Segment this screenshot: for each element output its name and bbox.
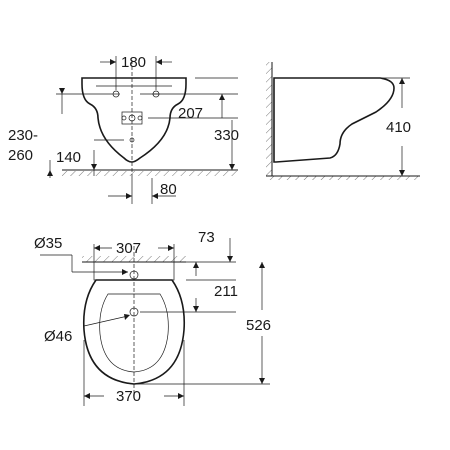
dim-fixing-height: 207: [140, 93, 238, 122]
dim-total-depth: 526: [134, 262, 271, 385]
dim-label-range-2: 260: [8, 147, 33, 164]
profile-view: 410: [266, 62, 420, 180]
dim-label-d35: Ø35: [34, 235, 62, 252]
dim-bottom-offset: 80: [108, 178, 177, 204]
dim-label-410: 410: [386, 119, 411, 136]
dim-label-526: 526: [246, 317, 271, 334]
dim-total-height: 330: [195, 77, 239, 170]
dim-mid-depth: 211: [140, 262, 238, 313]
dim-top-offset: 73: [186, 229, 236, 281]
dim-label-80: 80: [160, 181, 177, 198]
plan-bowl-inner: [99, 293, 169, 373]
wall-hatch: [266, 62, 272, 176]
dim-top-width: 180: [100, 54, 172, 90]
bowl-profile-outline: [273, 77, 395, 163]
dim-label-140: 140: [56, 149, 81, 166]
dim-top-diameter: Ø35: [34, 235, 128, 275]
dim-label-330: 330: [214, 127, 239, 144]
dim-bowl-diameter: Ø46: [44, 314, 130, 345]
dim-label-range-1: 230-: [8, 127, 38, 144]
dim-label-73: 73: [198, 229, 215, 246]
floor-hatch: [62, 171, 238, 176]
dim-outlet-height: 140: [56, 139, 124, 176]
dim-label-d46: Ø46: [44, 328, 72, 345]
dim-label-370: 370: [116, 388, 141, 405]
dim-profile-height: 410: [380, 77, 411, 176]
profile-floor-hatch: [266, 176, 420, 180]
dim-range: 230- 260: [8, 88, 112, 178]
dim-label-207: 207: [178, 105, 203, 122]
dim-label-180: 180: [121, 54, 146, 71]
dim-bottom-width: 370: [83, 340, 185, 406]
plan-view: Ø35 307 73 211: [34, 229, 271, 406]
dim-label-211: 211: [214, 283, 238, 300]
front-view: 180 207 330 230- 260: [8, 54, 239, 204]
dim-top-width-plan: 307: [93, 240, 175, 262]
dim-label-307: 307: [116, 240, 141, 257]
